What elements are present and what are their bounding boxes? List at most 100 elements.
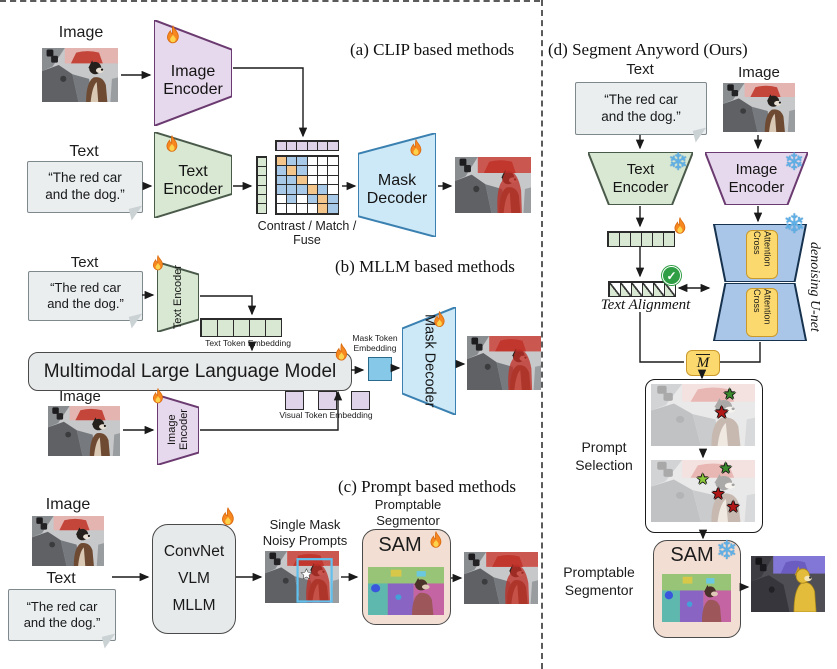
similarity-cell [318,175,328,185]
divider-left-right [541,0,543,669]
promptable-label-1: Promptable [563,564,635,580]
model-line-convnet: ConvNet [163,543,225,560]
token-cell [297,141,307,150]
similarity-cell [307,204,318,214]
text-encoder-b-label: Text Encoder [171,264,184,330]
mask-decoder-b-label: Mask Decoder [421,314,438,408]
similarity-cell [276,185,286,194]
similarity-cell [286,204,297,214]
similarity-cell [307,166,318,175]
text-encoder-a: Text Encoder [154,132,232,218]
token-cell [608,232,619,246]
prompt-star-icon: ★ [719,459,733,477]
similarity-cell [307,194,318,204]
snowflake-icon: ❄ [783,209,806,240]
token-cell [663,232,674,246]
cross-attention-label: Cross Attention [752,289,773,325]
similarity-cell [307,156,318,166]
mllm-box: Multimodal Large Language Model [28,352,352,391]
similarity-cell [318,204,328,214]
token-cell [641,232,652,246]
mask-token-label-1: Mask Token [352,333,398,343]
text-token-embedding-label: Text Token Embedding [205,338,291,348]
mask-token-cell [368,357,392,381]
image-encoder-a-label-2: Encoder [163,81,223,98]
token-cell [257,157,266,166]
image-encoder-a-label-1: Image [170,62,216,80]
similarity-cell [328,156,338,166]
panel-b-image-label: Image [59,388,101,405]
panel-d-title: (d) Segment Anyword (Ours) [548,40,748,59]
flame-icon [329,342,354,367]
similarity-cell [276,204,286,214]
image-encoder-d-label-1: Image [735,161,778,179]
sam-label-c: SAM [378,534,422,556]
snowflake-icon: ❄ [784,148,805,176]
check-icon: ✓ [662,266,681,285]
token-cell [265,319,281,336]
similarity-cell [286,156,297,166]
promptable-segmentor-label-c: Promptable Segmentor [368,497,448,528]
sam-label-d: SAM [670,544,714,566]
token-cell [257,176,266,185]
visual-token-embedding-label: Visual Token Embedding [279,410,373,420]
token-cell [609,282,620,296]
text-encoder-a-label-1: Text [178,162,208,180]
token-cell [318,141,328,150]
bubble-fold-decoration [101,633,119,649]
similarity-cell [318,194,328,204]
m-bar-symbol: M [695,354,711,371]
flame-icon [160,134,184,158]
token-cell [257,185,266,195]
similarity-cell [276,175,286,185]
text-encoder-d: Text Encoder [588,152,693,205]
similarity-cell [297,175,307,185]
flame-icon [160,24,186,50]
text-token-column [256,156,267,215]
panel-b-text-label: Text [70,254,99,271]
similarity-cell [328,204,338,214]
prompt-line-1: “The red car [604,91,678,107]
text-encoder-d-label-1: Text [626,161,655,179]
fuse-caption: Contrast / Match / Fuse [257,219,357,247]
prompt-line-2: and the dog.” [45,187,125,202]
panel-d-text-label: Text [626,61,654,78]
token-cell [664,282,675,296]
token-cell [285,391,304,410]
token-cell [630,232,641,246]
token-cell [233,319,249,336]
mask-token-label-2: Embedding [353,342,397,353]
similarity-cell [276,166,286,175]
flame-icon [147,254,169,276]
token-cell [276,141,286,150]
prompt-stars-overlay-1: ★★ [651,384,755,446]
output-photo-masked-c [464,552,538,604]
promptable-label-2: Segmentor [564,582,634,599]
similarity-cell [297,204,307,214]
input-photo-dog-car [32,516,104,566]
similarity-cell [328,185,338,194]
panel-a-text-label: Text [69,143,99,160]
snowflake-icon: ❄ [716,536,738,566]
flame-icon [215,506,241,532]
token-cell [631,282,642,296]
output-photo-final-d [751,556,825,612]
token-cell [351,391,370,410]
prompt-line-1: “The red car [26,598,98,614]
token-cell [217,319,233,336]
noisy-prompts-label: Single Mask Noisy Prompts [258,517,352,548]
panel-a-image-label: Image [58,24,104,41]
output-photo-masked-a [455,157,531,213]
token-cell [642,282,653,296]
input-photo-dog-car [723,83,795,132]
text-encoder-d-label-2: Encoder [612,178,669,196]
mllm-label: Multimodal Large Language Model [43,360,337,382]
mask-decoder-a: Mask Decoder [358,133,436,237]
token-cell [328,141,338,150]
image-encoder-d-label-2: Encoder [728,178,785,196]
similarity-cell [328,175,338,185]
text-prompt-bubble-b: “The red car and the dog.” [28,271,146,329]
promptable-label-2: Segmentor [376,512,440,528]
token-cell [619,232,630,246]
